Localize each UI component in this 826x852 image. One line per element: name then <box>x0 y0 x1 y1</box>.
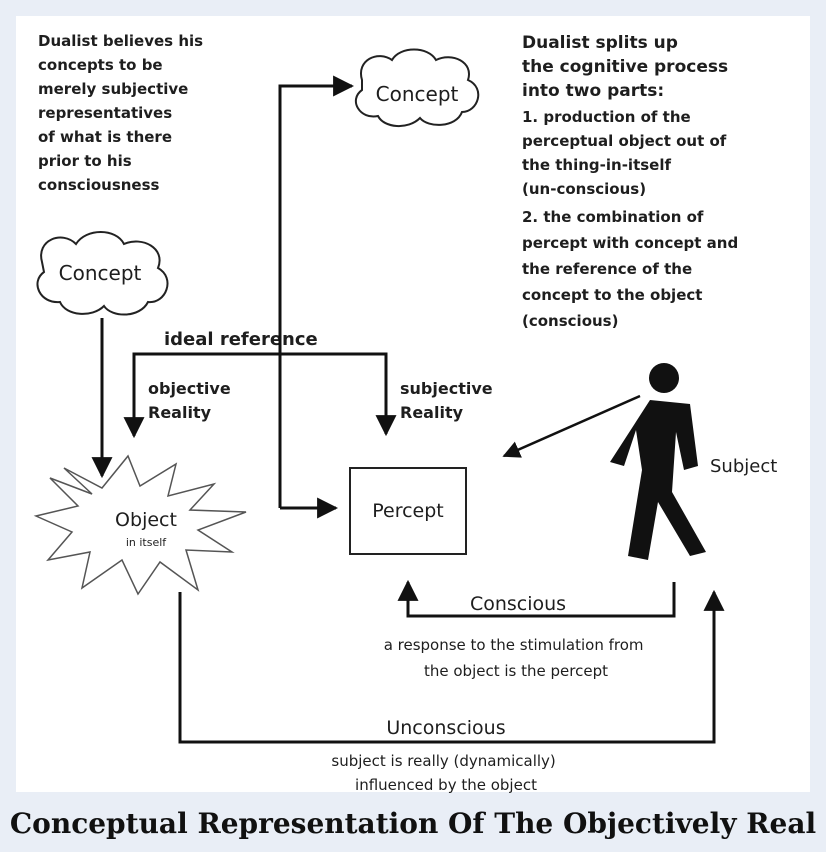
concept-left-label: Concept <box>59 261 142 285</box>
reality-bracket <box>132 352 397 437</box>
unconscious-arrow <box>178 589 725 744</box>
concept-top-label: Concept <box>376 82 459 106</box>
object-sub-label: in itself <box>126 536 167 549</box>
ideal-reference-label: ideal reference <box>164 329 318 350</box>
right-note: Dualist splits up the cognitive process … <box>522 33 743 330</box>
object-burst <box>33 454 247 596</box>
subject-label: Subject <box>710 456 777 477</box>
unconscious-label: Unconscious <box>386 717 505 739</box>
subject-to-percept-arrow <box>502 394 641 458</box>
figure-caption: Conceptual Representation Of The Objecti… <box>9 807 817 840</box>
subjective-reality-label: subjective Reality <box>400 379 498 422</box>
conscious-arrow <box>397 579 676 618</box>
percept-label: Percept <box>372 500 444 522</box>
ideal-reference-vertical <box>278 75 355 508</box>
object-label: Object <box>115 509 177 531</box>
objective-reality-label: objective Reality <box>148 379 236 422</box>
percept-box <box>349 467 467 555</box>
left-note: Dualist believes his concepts to be mere… <box>38 32 208 194</box>
concept-cloud-left <box>36 231 169 316</box>
concept-cloud-top <box>355 48 480 127</box>
subject-figure <box>610 363 706 560</box>
conscious-label: Conscious <box>470 593 566 615</box>
conscious-note: a response to the stimulation from the o… <box>384 636 649 680</box>
unconscious-note: subject is really (dynamically) influenc… <box>331 752 560 794</box>
